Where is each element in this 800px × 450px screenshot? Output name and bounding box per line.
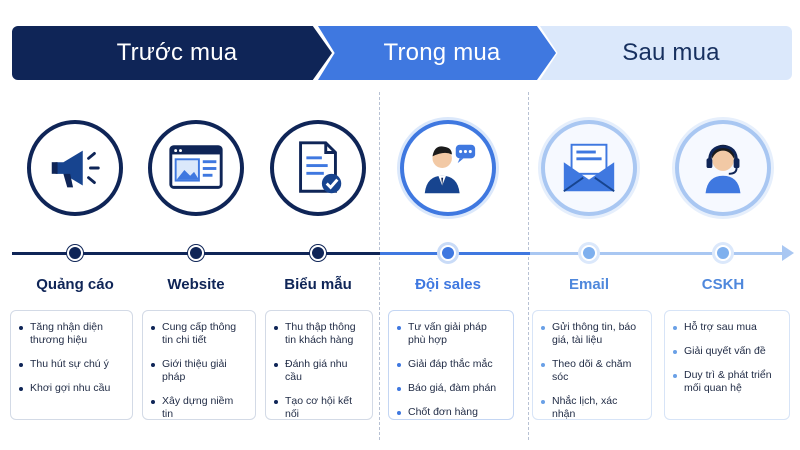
list-item: Xây dựng niềm tin: [151, 395, 247, 421]
stage-circle-sales: [400, 120, 496, 216]
timeline-node: [440, 245, 456, 261]
list-item: Chốt đơn hàng: [397, 406, 505, 419]
list-item: Thu hút sự chú ý: [19, 358, 124, 371]
timeline-node: [310, 245, 326, 261]
list-item: Thu thập thông tin khách hàng: [274, 321, 364, 347]
stage-title: Đội sales: [415, 276, 481, 293]
list-item: Giới thiệu giải pháp: [151, 358, 247, 384]
list-item: Hỗ trợ sau mua: [673, 321, 781, 334]
list-item: Theo dõi & chăm sóc: [541, 358, 643, 384]
stage-title: Biểu mẫu: [284, 276, 352, 293]
phase-divider: [528, 92, 529, 440]
stage-title: Website: [167, 276, 225, 293]
phase-divider: [379, 92, 380, 440]
stage-card-email: Gửi thông tin, báo giá, tài liệu Theo dõ…: [532, 310, 652, 420]
stage-circle-website: [148, 120, 244, 216]
stage-title: Email: [568, 276, 610, 293]
list-item: Tăng nhận diện thương hiệu: [19, 321, 124, 347]
megaphone-icon: [51, 150, 100, 188]
list-item: Khơi gợi nhu cầu: [19, 382, 124, 395]
journey-timeline: [12, 245, 794, 261]
form-icon: [299, 141, 342, 194]
list-item: Báo giá, đàm phán: [397, 382, 505, 395]
stage-card-ads: Tăng nhận diện thương hiệu Thu hút sự ch…: [10, 310, 133, 420]
stage-card-website: Cung cấp thông tin chi tiết Giới thiệu g…: [142, 310, 256, 420]
list-item: Nhắc lịch, xác nhận: [541, 395, 643, 421]
support-agent-icon: [705, 144, 741, 194]
list-item: Tạo cơ hội kết nối: [274, 395, 364, 421]
list-item: Giải quyết vấn đề: [673, 345, 781, 358]
list-item: Giải đáp thắc mắc: [397, 358, 505, 371]
list-item: Duy trì & phát triển mối quan hệ: [673, 369, 781, 395]
phase-banner-during-purchase: Trong mua: [318, 26, 556, 80]
phase-label: Trước mua: [116, 39, 238, 66]
phase-banner-before-purchase: Trước mua: [12, 26, 332, 80]
stage-circle-form: [270, 120, 366, 216]
website-icon: [169, 145, 223, 189]
phase-banner-after-purchase: Sau mua: [540, 26, 792, 80]
stage-circle-ads: [27, 120, 123, 216]
timeline-arrow-icon: [782, 245, 794, 261]
timeline-node: [188, 245, 204, 261]
stage-card-form: Thu thập thông tin khách hàng Đánh giá n…: [265, 310, 373, 420]
stage-card-sales: Tư vấn giải pháp phù hợp Giải đáp thắc m…: [388, 310, 514, 420]
timeline-segment-after: [530, 252, 788, 255]
salesperson-icon: [424, 144, 476, 194]
stage-circle-customer-service: [675, 120, 771, 216]
timeline-node: [715, 245, 731, 261]
stage-title: CSKH: [701, 276, 745, 293]
email-icon: [563, 143, 615, 193]
list-item: Cung cấp thông tin chi tiết: [151, 321, 247, 347]
list-item: Gửi thông tin, báo giá, tài liệu: [541, 321, 643, 347]
phase-label: Trong mua: [383, 39, 501, 66]
stage-circle-email: [541, 120, 637, 216]
timeline-node: [67, 245, 83, 261]
list-item: Tư vấn giải pháp phù hợp: [397, 321, 505, 347]
timeline-node: [581, 245, 597, 261]
stage-title: Quảng cáo: [36, 276, 114, 293]
stage-card-customer-service: Hỗ trợ sau mua Giải quyết vấn đề Duy trì…: [664, 310, 790, 420]
phase-label: Sau mua: [622, 39, 720, 66]
list-item: Đánh giá nhu cầu: [274, 358, 364, 384]
